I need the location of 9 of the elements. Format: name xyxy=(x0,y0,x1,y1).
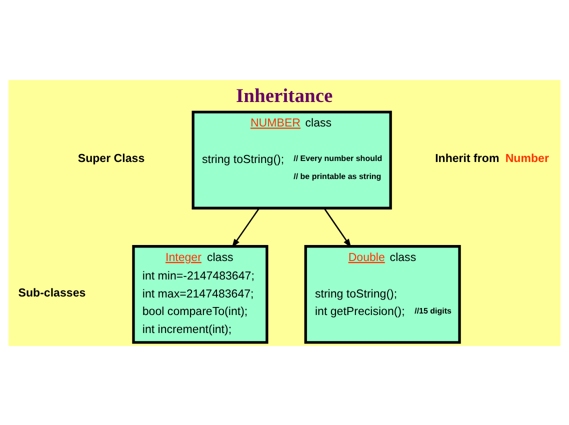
arrow xyxy=(232,208,260,248)
label: Sub-classes xyxy=(18,287,86,300)
node-box: Integer class int min=-2147483647; int max=2147483647; bool compareTo(int); int increment(int); xyxy=(132,244,268,344)
label: Super Class xyxy=(78,152,145,165)
diagram-title: Inheritance xyxy=(236,85,333,106)
node-box: NUMBER class string toString(); // Every number should // be printable as string xyxy=(192,110,392,209)
label: Inherit from Number xyxy=(435,152,549,165)
node-box: Double class string toString(); int getPrecision(); //15 digits xyxy=(304,244,461,344)
arrow xyxy=(324,208,352,248)
